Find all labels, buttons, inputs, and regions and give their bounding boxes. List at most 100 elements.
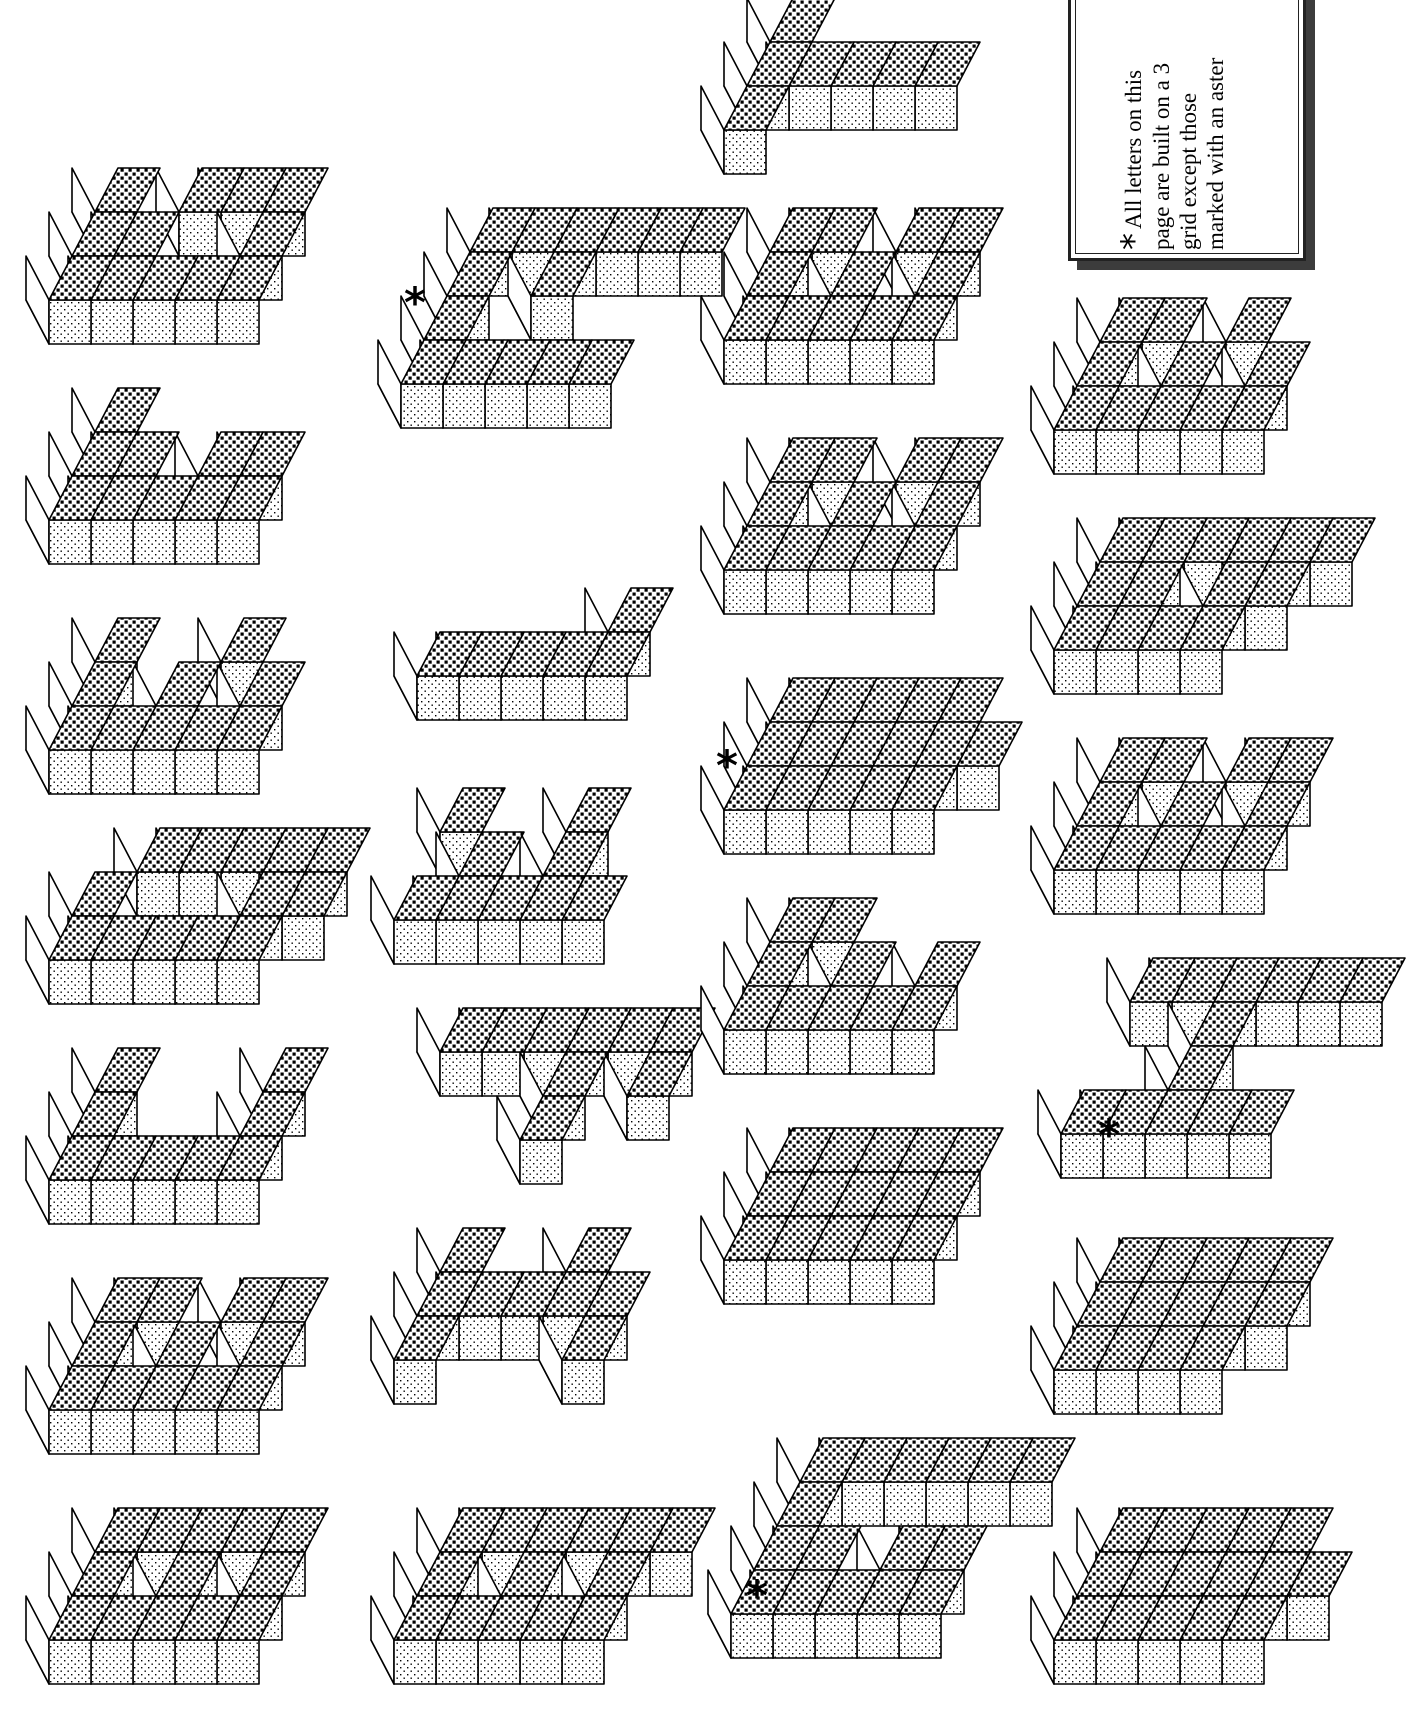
cube-front-face [1096, 430, 1138, 474]
cube-front-face [1096, 870, 1138, 914]
cube-left-face [1038, 1090, 1061, 1178]
cube-front-face [1054, 1370, 1096, 1414]
cube-left-face [26, 476, 49, 564]
cube-front-face [638, 252, 680, 296]
cube-front-face [175, 1640, 217, 1684]
cube-front-face [1298, 1002, 1340, 1046]
cube-front-face [569, 384, 611, 428]
cube-front-face [808, 1260, 850, 1304]
cube-front-face [808, 810, 850, 854]
cube-front-face [1130, 1002, 1172, 1046]
cube-front-face [766, 1030, 808, 1074]
cube-front-face [789, 86, 831, 130]
cube-left-face [378, 340, 401, 428]
cube-front-face [527, 384, 569, 428]
cube-front-face [1256, 1002, 1298, 1046]
cube-front-face [217, 1410, 259, 1454]
cube-front-face [91, 960, 133, 1004]
asterisk-mark: * [716, 745, 738, 787]
cube-front-face [520, 1640, 562, 1684]
cube-front-face [1054, 430, 1096, 474]
cube-left-face [701, 526, 724, 614]
cube-front-face [1010, 1482, 1052, 1526]
cube-front-face [724, 570, 766, 614]
cube-front-face [899, 1614, 941, 1658]
cube-front-face [724, 810, 766, 854]
cube-front-face [417, 676, 459, 720]
cube-front-face [175, 1410, 217, 1454]
cube-front-face [175, 750, 217, 794]
cube-left-face [26, 916, 49, 1004]
cube-top-face [608, 588, 673, 632]
cube-front-face [926, 1482, 968, 1526]
cube-front-face [1061, 1134, 1103, 1178]
cube-front-face [1180, 430, 1222, 474]
cube-front-face [1187, 1134, 1229, 1178]
cube-front-face [133, 300, 175, 344]
cube-front-face [585, 676, 627, 720]
cube-left-face [1031, 1326, 1054, 1414]
cube-front-face [440, 1052, 482, 1096]
cube-front-face [808, 340, 850, 384]
cube-front-face [1096, 1640, 1138, 1684]
cube-front-face [766, 340, 808, 384]
cube-front-face [1245, 1326, 1287, 1370]
cube-front-face [133, 520, 175, 564]
cube-front-face [1180, 1370, 1222, 1414]
cube-front-face [175, 1180, 217, 1224]
cube-front-face [808, 1030, 850, 1074]
cube-left-face [1031, 606, 1054, 694]
cube-left-face [417, 1008, 440, 1096]
cube-front-face [773, 1614, 815, 1658]
cube-left-face [26, 1136, 49, 1224]
cube-front-face [282, 916, 324, 960]
cube-front-face [459, 676, 501, 720]
cube-front-face [1138, 430, 1180, 474]
cube-front-face [1096, 1370, 1138, 1414]
cube-top-face [95, 388, 160, 432]
note-text: *All letters on this page are built on a… [1120, 0, 1292, 250]
cube-front-face [831, 86, 873, 130]
cube-left-face [26, 706, 49, 794]
cube-front-face [175, 960, 217, 1004]
cube-front-face [1138, 1640, 1180, 1684]
cube-front-face [680, 252, 722, 296]
cube-front-face [1054, 1640, 1096, 1684]
cube-front-face [596, 252, 638, 296]
cube-front-face [394, 920, 436, 964]
cube-front-face [850, 1260, 892, 1304]
cube-left-face [26, 1366, 49, 1454]
cube-front-face [562, 1640, 604, 1684]
cube-front-face [892, 570, 934, 614]
cube-front-face [482, 1052, 524, 1096]
cube-front-face [478, 1640, 520, 1684]
cube-left-face [371, 1596, 394, 1684]
cube-front-face [724, 1030, 766, 1074]
cube-front-face [531, 296, 573, 340]
cube-front-face [1340, 1002, 1382, 1046]
cube-left-face [1031, 1596, 1054, 1684]
cube-top-face [95, 1048, 160, 1092]
cube-top-face [915, 942, 980, 986]
cube-front-face [815, 1614, 857, 1658]
cube-front-face [217, 750, 259, 794]
cube-front-face [91, 1180, 133, 1224]
cube-front-face [501, 676, 543, 720]
cube-front-face [543, 676, 585, 720]
cube-front-face [627, 1096, 669, 1140]
cube-front-face [175, 300, 217, 344]
cube-front-face [1054, 870, 1096, 914]
cube-front-face [91, 1640, 133, 1684]
cube-left-face [371, 876, 394, 964]
cube-front-face [731, 1614, 773, 1658]
cube-front-face [1310, 562, 1352, 606]
cube-front-face [1138, 1370, 1180, 1414]
cube-front-face [1180, 1640, 1222, 1684]
cube-front-face [766, 1260, 808, 1304]
cube-left-face [1031, 386, 1054, 474]
cube-top-face [566, 788, 631, 832]
cube-front-face [1180, 870, 1222, 914]
cube-front-face [915, 86, 957, 130]
cube-top-face [221, 618, 286, 662]
